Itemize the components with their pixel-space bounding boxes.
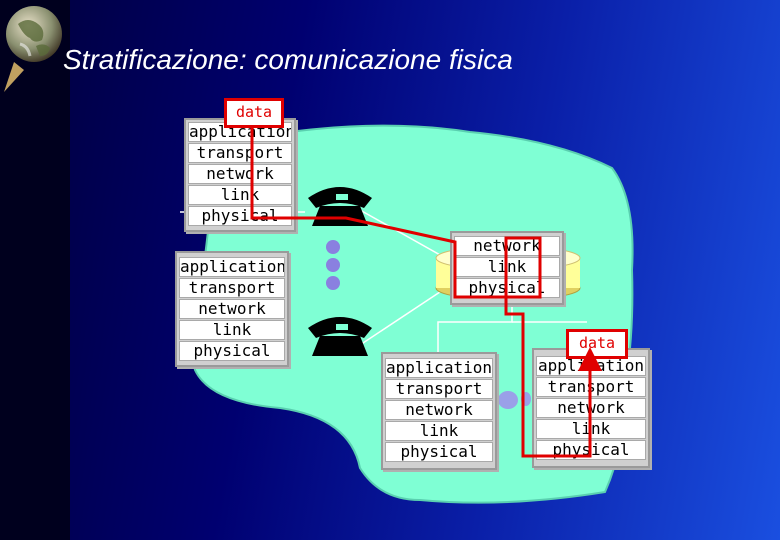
telephone-icon bbox=[308, 317, 372, 356]
layer-network: network bbox=[179, 299, 285, 319]
layer-network: network bbox=[188, 164, 292, 184]
layer-physical: physical bbox=[188, 206, 292, 226]
hub-dot bbox=[498, 391, 518, 409]
layer-network: network bbox=[454, 236, 560, 256]
host-d-stack: application transport network link physi… bbox=[532, 348, 650, 468]
layer-physical: physical bbox=[179, 341, 285, 361]
layer-network: network bbox=[536, 398, 646, 418]
layer-link: link bbox=[188, 185, 292, 205]
layer-link: link bbox=[179, 320, 285, 340]
ellipsis-dots bbox=[326, 240, 340, 290]
globe-icon bbox=[4, 6, 62, 92]
telephone-icon bbox=[308, 187, 372, 226]
layer-physical: physical bbox=[454, 278, 560, 298]
layer-physical: physical bbox=[385, 442, 493, 462]
hub-dot-small bbox=[521, 392, 531, 406]
slide-title: Stratificazione: comunicazione fisica bbox=[63, 44, 513, 75]
layer-network: network bbox=[385, 400, 493, 420]
layer-transport: transport bbox=[385, 379, 493, 399]
layer-physical: physical bbox=[536, 440, 646, 460]
host-b-stack: application transport network link physi… bbox=[175, 251, 289, 367]
layer-link: link bbox=[536, 419, 646, 439]
layer-transport: transport bbox=[179, 278, 285, 298]
layer-application: application bbox=[385, 358, 493, 378]
layer-transport: transport bbox=[536, 377, 646, 397]
host-c-stack: application transport network link physi… bbox=[381, 352, 497, 470]
layer-application: application bbox=[179, 257, 285, 277]
layer-application: application bbox=[536, 356, 646, 376]
layer-link: link bbox=[454, 257, 560, 277]
data-label-destination: data bbox=[566, 329, 628, 359]
host-a-stack: application transport network link physi… bbox=[184, 118, 296, 232]
layer-link: link bbox=[385, 421, 493, 441]
router-stack: network link physical bbox=[450, 231, 564, 305]
left-band bbox=[0, 0, 70, 540]
layer-transport: transport bbox=[188, 143, 292, 163]
data-label-source: data bbox=[224, 98, 284, 128]
